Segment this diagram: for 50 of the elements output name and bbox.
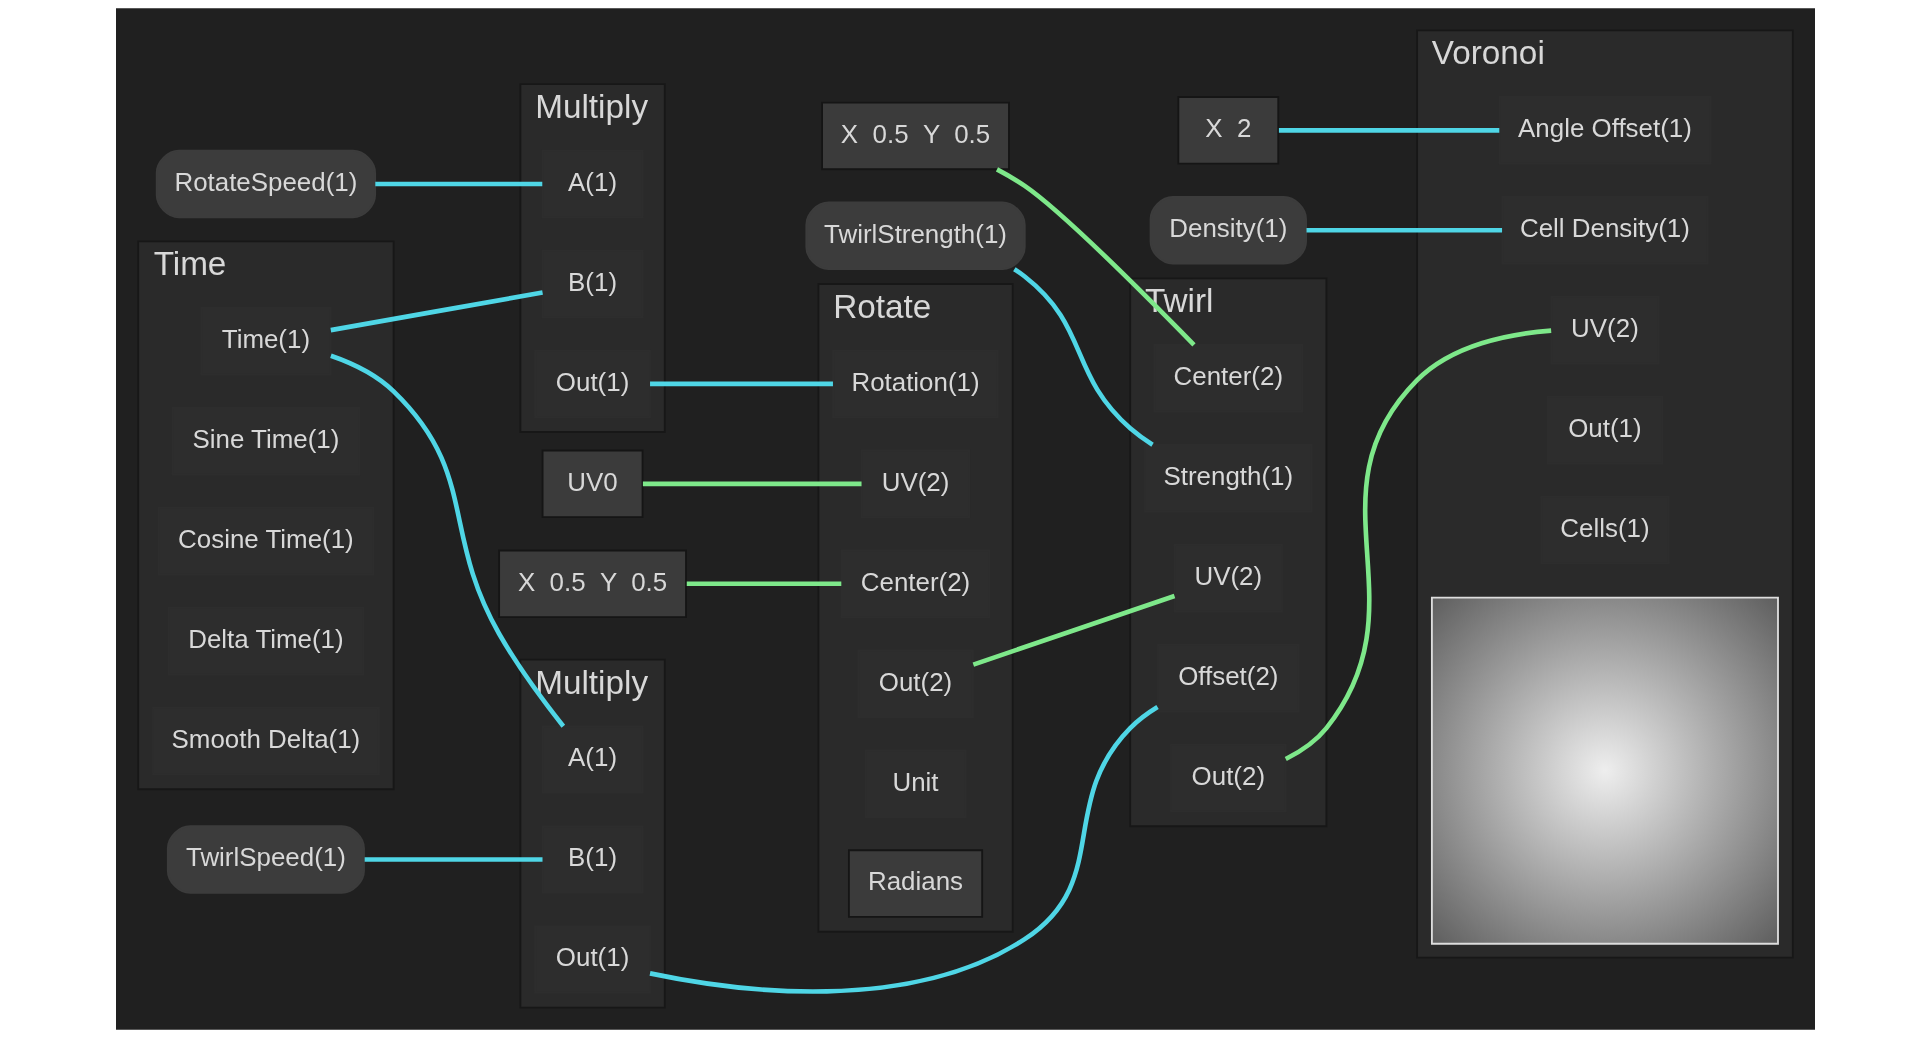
- node-text: Out(1): [1567, 414, 1642, 443]
- node-text: B(1): [567, 267, 617, 296]
- node-text: Delta Time(1): [187, 625, 344, 653]
- node-text: Strength(1): [1163, 462, 1293, 491]
- connector: [364, 857, 542, 862]
- connector: [329, 353, 565, 728]
- connector: [649, 705, 1159, 994]
- node-text: UV(2): [1570, 314, 1639, 343]
- node-picture: [1430, 596, 1779, 945]
- node-text: UV(2): [1193, 562, 1262, 591]
- node-box: X 0.5 Y 0.5: [497, 549, 687, 618]
- node-text: Center(2): [860, 567, 970, 596]
- node-text: Cosine Time(1): [177, 525, 354, 554]
- node-box: X 0.5 Y 0.5: [820, 101, 1010, 171]
- connector: [686, 581, 841, 587]
- node-text: A(1): [567, 167, 617, 196]
- node-text: B(1): [567, 843, 617, 872]
- node-box: RotateSpeed(1): [155, 149, 376, 219]
- node-text: Out(1): [555, 367, 629, 396]
- connector: [374, 181, 542, 187]
- node-box: X 2: [1176, 96, 1279, 165]
- node-text: Center(2): [1173, 362, 1283, 391]
- node-text: Time(1): [221, 325, 310, 354]
- node-box: TwirlStrength(1): [804, 201, 1026, 271]
- node-text: Angle Offset(1): [1517, 114, 1692, 143]
- node-box: Density(1): [1149, 196, 1307, 265]
- connector: [1306, 227, 1502, 233]
- connector: [649, 381, 833, 387]
- node-box: Radians: [847, 849, 983, 918]
- connector: [995, 167, 1196, 347]
- node-text: Unit: [891, 767, 939, 796]
- node-text: Out(1): [555, 943, 629, 972]
- node-box: TwirlSpeed(1): [166, 825, 365, 894]
- node-text: Smooth Delta(1): [171, 724, 360, 753]
- node-box: UV0: [541, 449, 643, 519]
- connector: [1012, 267, 1154, 447]
- connector: [1278, 128, 1499, 133]
- node-text: Out(2): [1191, 761, 1265, 790]
- node-text: Cells(1): [1559, 513, 1650, 542]
- connector: [642, 481, 862, 487]
- connector: [972, 593, 1175, 667]
- node-text: Sine Time(1): [191, 425, 339, 454]
- node-text: Offset(2): [1177, 662, 1278, 691]
- node-text: A(1): [567, 743, 617, 772]
- node-text: Out(2): [878, 667, 952, 696]
- connector: [329, 290, 543, 333]
- connector: [1284, 328, 1551, 762]
- node-text: Cell Density(1): [1519, 214, 1690, 243]
- node-text: UV(2): [881, 467, 949, 496]
- node-text: Rotation(1): [850, 367, 980, 396]
